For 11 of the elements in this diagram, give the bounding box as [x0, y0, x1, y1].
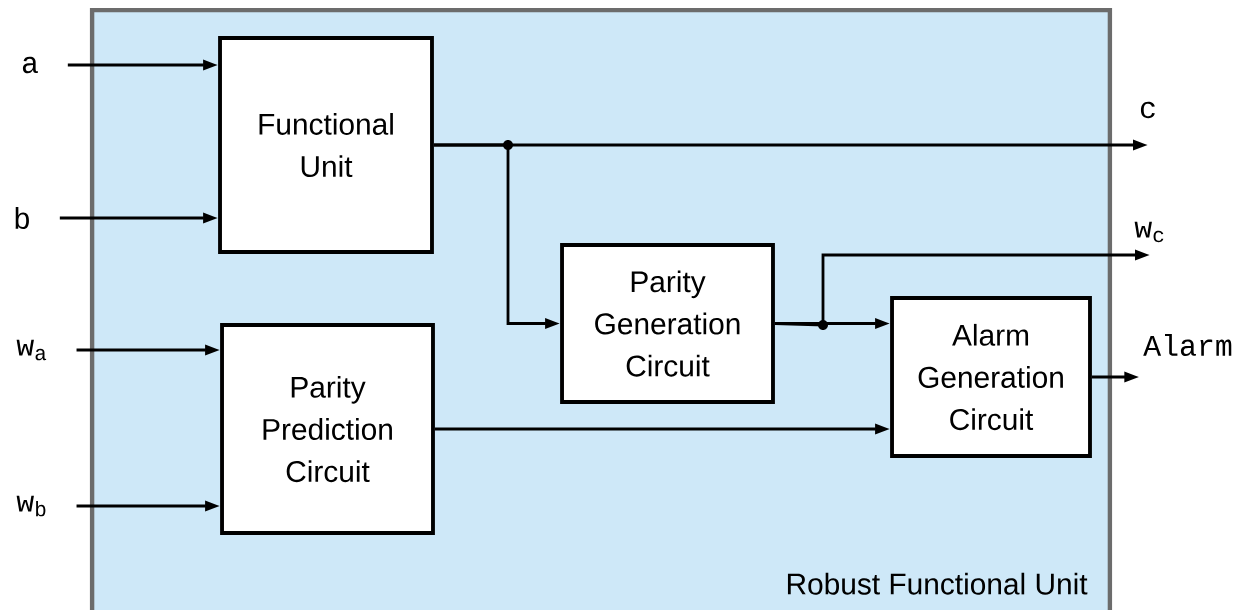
signal-label: a — [22, 56, 38, 74]
block-box: Alarm Generation Circuit — [890, 296, 1092, 458]
block-box: Parity Prediction Circuit — [220, 323, 435, 535]
signal-label: w$_{a}$ — [16, 339, 47, 361]
signal-label: c — [1140, 101, 1155, 119]
block-box: Functional Unit — [218, 36, 434, 254]
signal-label: b — [15, 207, 29, 229]
signal-label: Alarm — [1143, 334, 1232, 356]
signal-label: w$_{c}$ — [1134, 221, 1164, 243]
signal-label: w$_{b}$ — [16, 495, 46, 517]
block-box: Parity Generation Circuit — [560, 243, 775, 404]
